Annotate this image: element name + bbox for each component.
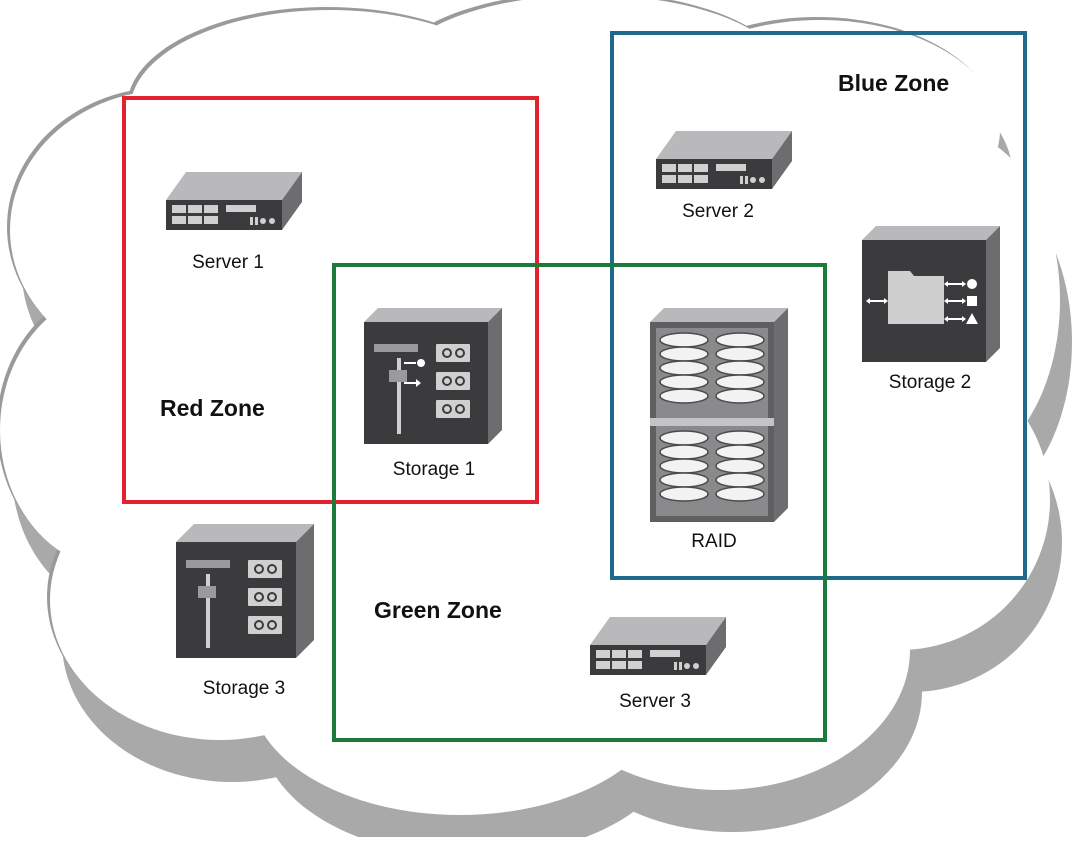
server-1-icon xyxy=(166,172,302,230)
folder-icon xyxy=(888,271,944,324)
green-zone-label: Green Zone xyxy=(374,597,502,623)
storage-2-label: Storage 2 xyxy=(889,372,971,393)
server-3-icon xyxy=(590,617,726,675)
green-zone-border xyxy=(332,263,827,742)
server-1-label: Server 1 xyxy=(192,252,264,273)
storage-2-icon xyxy=(862,226,1000,362)
raid-label: RAID xyxy=(691,531,736,552)
blue-zone-border xyxy=(610,31,1027,580)
storage-3-label: Storage 3 xyxy=(203,678,285,699)
blue-zone-label: Blue Zone xyxy=(838,70,949,96)
raid-icon xyxy=(650,308,788,522)
storage-1-label: Storage 1 xyxy=(393,459,475,480)
server-2-label: Server 2 xyxy=(682,201,754,222)
storage-3-icon xyxy=(176,524,314,658)
storage-1-icon xyxy=(364,308,502,444)
server-3-label: Server 3 xyxy=(619,691,691,712)
red-zone-border xyxy=(122,96,539,504)
red-zone-label: Red Zone xyxy=(160,395,265,421)
server-2-icon xyxy=(656,131,792,189)
